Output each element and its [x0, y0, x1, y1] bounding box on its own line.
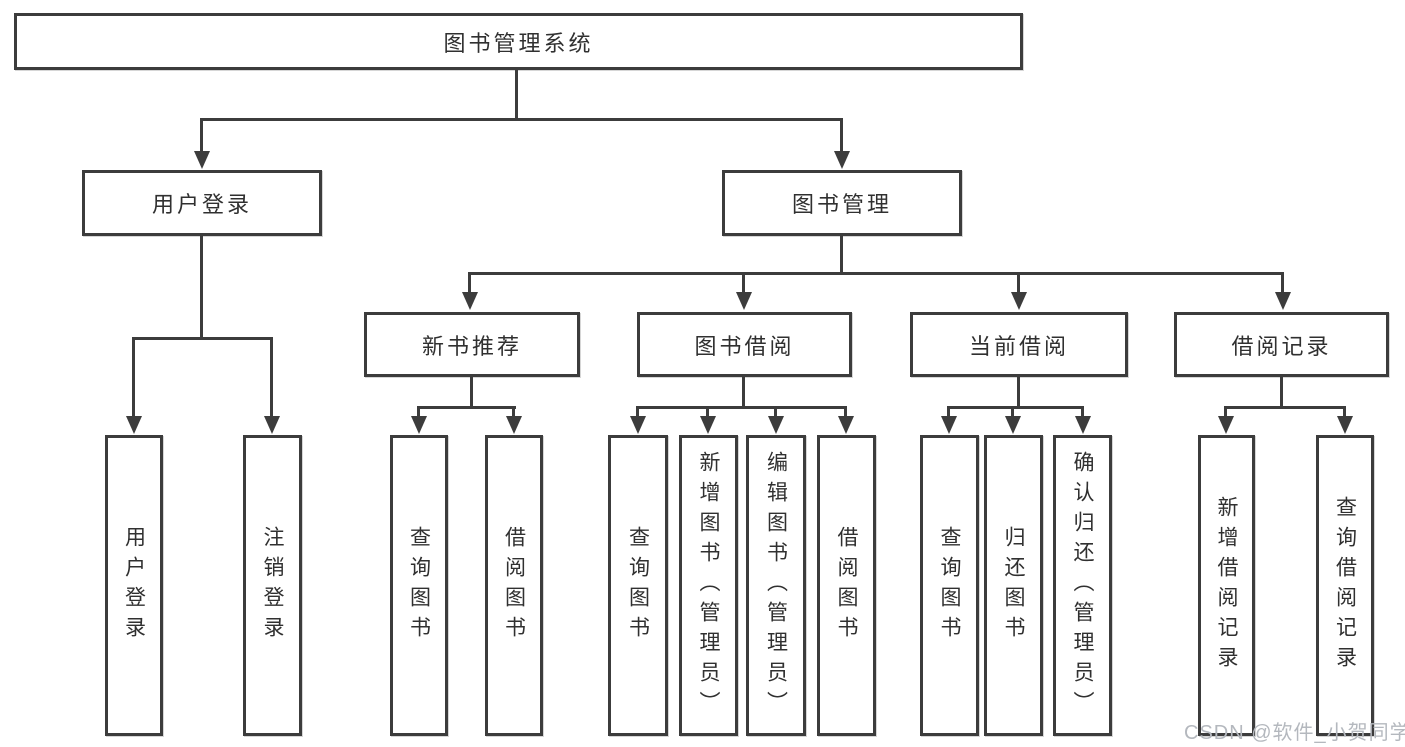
connector-root-to-mgmt [840, 118, 843, 152]
connector-arrowhead-icon [941, 416, 957, 434]
connector-mgmt-hline [468, 272, 1284, 275]
node-leaf-current-query-book: 查询图书 [920, 435, 979, 736]
connector-login-hline [132, 337, 273, 340]
connector-arrowhead-icon [838, 416, 854, 434]
connector-mgmt-to-records [1281, 272, 1284, 293]
connector-arrowhead-icon [462, 292, 478, 310]
csdn-watermark: CSDN @软件_小贺同学 [1184, 722, 1405, 744]
connector-current-arrow2 [1011, 406, 1014, 417]
connector-recommend-arrow2 [512, 406, 515, 417]
connector-arrowhead-icon [1005, 416, 1021, 434]
connector-current-arrow1 [947, 406, 950, 417]
node-borrow-records: 借阅记录 [1174, 312, 1389, 377]
node-leaf-return-book: 归还图书 [984, 435, 1043, 736]
node-leaf-recommend-query-book: 查询图书 [390, 435, 448, 736]
connector-arrowhead-icon [700, 416, 716, 434]
connector-borrow-stub [742, 377, 745, 406]
connector-records-arrow1 [1224, 406, 1227, 417]
connector-login-stub [200, 236, 203, 337]
node-book-management: 图书管理 [722, 170, 962, 236]
connector-arrowhead-icon [1337, 416, 1353, 434]
connector-arrowhead-icon [736, 292, 752, 310]
connector-current-hline [947, 406, 1084, 409]
connector-arrowhead-icon [1275, 292, 1291, 310]
connector-login-to-logout-leaf [270, 337, 273, 417]
connector-arrowhead-icon [1075, 416, 1091, 434]
connector-current-stub [1017, 377, 1020, 406]
connector-root-to-login [200, 118, 203, 152]
node-current-borrow: 当前借阅 [910, 312, 1128, 377]
connector-arrowhead-icon [1218, 416, 1234, 434]
connector-root-hline [201, 118, 843, 121]
connector-recommend-stub [470, 377, 473, 406]
connector-root-stub [515, 70, 518, 118]
node-leaf-borrow-book: 借阅图书 [817, 435, 876, 736]
node-leaf-edit-book-admin: 编辑图书（管理员） [746, 435, 806, 736]
node-leaf-add-book-admin: 新增图书（管理员） [679, 435, 738, 736]
connector-recommend-hline [417, 406, 516, 409]
node-leaf-logout: 注销登录 [243, 435, 302, 736]
node-book-borrow: 图书借阅 [637, 312, 852, 377]
connector-mgmt-to-borrow [742, 272, 745, 293]
connector-mgmt-to-current [1017, 272, 1020, 293]
node-leaf-borrow-query-book: 查询图书 [608, 435, 668, 736]
node-leaf-user-login: 用户登录 [105, 435, 163, 736]
node-library-management-system: 图书管理系统 [14, 13, 1023, 70]
connector-arrowhead-icon [768, 416, 784, 434]
connector-arrowhead-icon [1011, 292, 1027, 310]
connector-arrowhead-icon [264, 416, 280, 434]
node-leaf-recommend-borrow-book: 借阅图书 [485, 435, 543, 736]
node-leaf-confirm-return-admin: 确认归还（管理员） [1053, 435, 1112, 736]
connector-login-to-login-leaf [132, 337, 135, 417]
connector-borrow-arrow3 [774, 406, 777, 417]
connector-records-hline [1224, 406, 1346, 409]
connector-records-arrow2 [1343, 406, 1346, 417]
connector-borrow-arrow2 [706, 406, 709, 417]
connector-borrow-arrow1 [636, 406, 639, 417]
connector-arrowhead-icon [126, 416, 142, 434]
connector-arrowhead-icon [194, 151, 210, 169]
connector-records-stub [1280, 377, 1283, 406]
node-new-book-recommend: 新书推荐 [364, 312, 580, 377]
connector-borrow-hline [636, 406, 847, 409]
connector-mgmt-stub [840, 236, 843, 272]
connector-borrow-arrow4 [844, 406, 847, 417]
connector-current-arrow3 [1081, 406, 1084, 417]
connector-arrowhead-icon [506, 416, 522, 434]
connector-recommend-arrow1 [417, 406, 420, 417]
node-leaf-add-borrow-record: 新增借阅记录 [1198, 435, 1255, 736]
node-user-login: 用户登录 [82, 170, 322, 236]
connector-arrowhead-icon [630, 416, 646, 434]
connector-arrowhead-icon [411, 416, 427, 434]
connector-mgmt-to-recommend [468, 272, 471, 293]
connector-arrowhead-icon [834, 151, 850, 169]
node-leaf-query-borrow-record: 查询借阅记录 [1316, 435, 1374, 736]
